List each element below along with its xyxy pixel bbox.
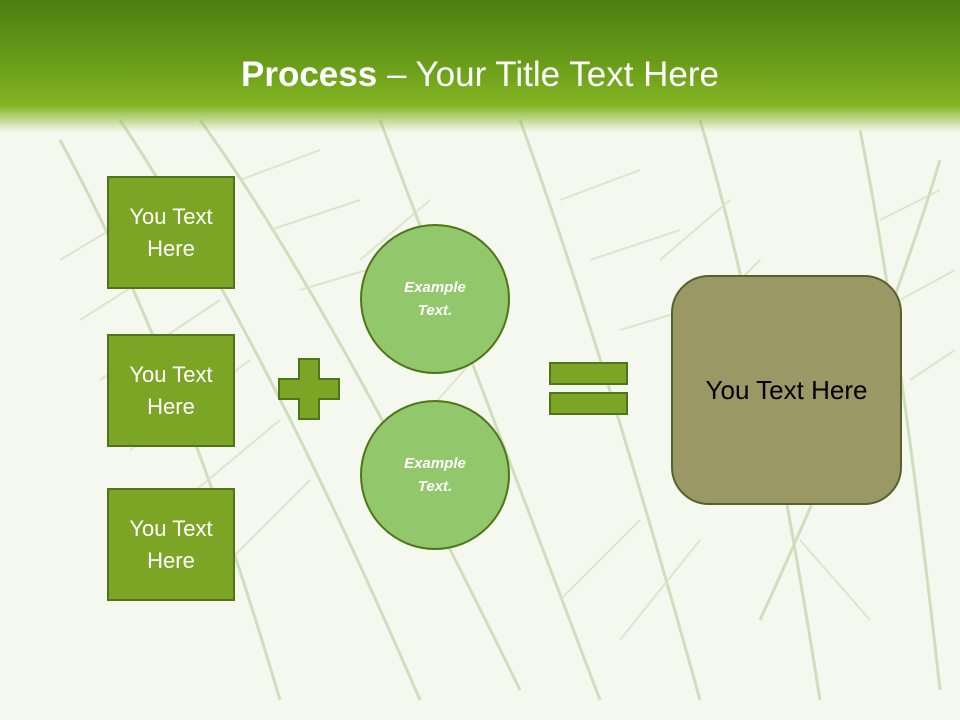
result-label: You Text Here [705, 374, 868, 405]
slide-title: Process – Your Title Text Here [0, 52, 960, 98]
title-banner [0, 0, 960, 132]
example-circle-2-line1: Example [404, 455, 466, 472]
example-circle-2-line2: Text. [417, 478, 453, 495]
plus-icon [278, 358, 340, 420]
result-box: You Text Here [671, 275, 902, 505]
text-box-2-line1: You Text [129, 361, 213, 387]
example-circle-1-line1: Example [404, 279, 466, 296]
text-box-3-line2: Here [147, 547, 195, 573]
text-box-1-line2: Here [147, 235, 195, 261]
title-bold: Process [241, 55, 378, 94]
text-box-1-line1: You Text [129, 203, 213, 229]
text-box-2-line2: Here [147, 393, 195, 419]
text-box-3-line1: You Text [129, 515, 213, 541]
title-rest: – Your Title Text Here [377, 55, 719, 94]
example-circle-1-line2: Text. [417, 302, 453, 319]
equals-icon [549, 362, 628, 415]
